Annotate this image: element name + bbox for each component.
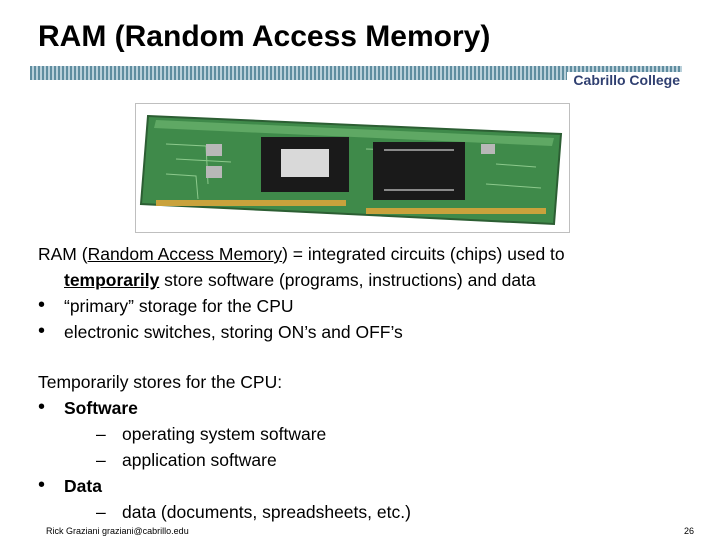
bullet-glyph: •	[38, 320, 46, 342]
bullet-primary-storage: •“primary” storage for the CPU	[38, 294, 294, 316]
bullet-data: •Data	[38, 474, 102, 496]
page-number: 26	[683, 526, 694, 536]
temporarily-emphasis: temporarily	[64, 270, 160, 290]
bullet-glyph: •	[38, 396, 46, 418]
bullet-electronic-switches: •electronic switches, storing ON’s and O…	[38, 320, 403, 342]
ram-module-image	[135, 103, 570, 233]
cpu-storage-heading: Temporarily stores for the CPU:	[38, 372, 283, 392]
intro-line-1: RAM (Random Access Memory) = integrated …	[38, 244, 565, 264]
brand-label: Cabrillo College	[567, 72, 682, 88]
bullet-software: •Software	[38, 396, 138, 418]
slide-title: RAM (Random Access Memory)	[38, 20, 491, 53]
cpu-storage-block: Temporarily stores for the CPU: •Softwar…	[38, 369, 411, 525]
bullet-glyph: •	[38, 294, 46, 316]
bullet-glyph: •	[38, 474, 46, 496]
intro-line-2: temporarily store software (programs, in…	[64, 270, 536, 290]
ram-expansion: Random Access Memory	[87, 244, 283, 264]
header-bar	[30, 66, 682, 80]
footer-author: Rick Graziani graziani@cabrillo.edu	[46, 526, 189, 536]
sub-item-application-software: –application software	[96, 450, 277, 470]
sub-item-os-software: –operating system software	[96, 424, 327, 444]
intro-block: RAM (Random Access Memory) = integrated …	[38, 241, 565, 345]
sub-item-data-documents: –data (documents, spreadsheets, etc.)	[96, 502, 411, 522]
